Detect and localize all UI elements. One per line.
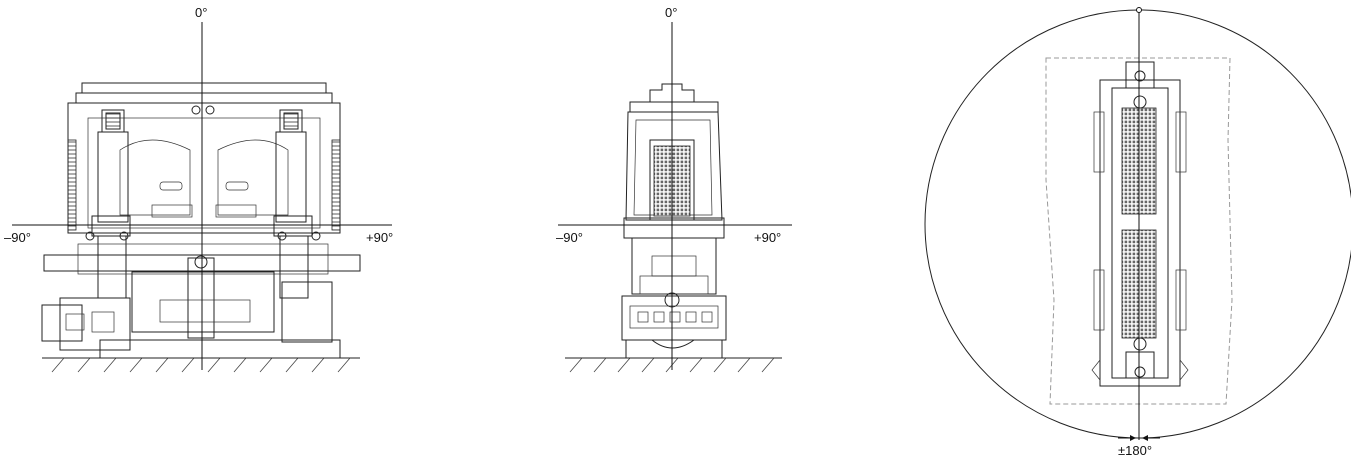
side-ground	[565, 357, 782, 373]
side-axes	[558, 22, 792, 370]
front-label-minus90: –90°	[4, 230, 31, 245]
side-view	[565, 83, 782, 373]
front-label-0: 0°	[195, 5, 208, 20]
top-label-180: ±180°	[1118, 443, 1153, 458]
front-ground	[42, 357, 360, 373]
front-label-plus90: +90°	[366, 230, 394, 245]
front-view	[41, 82, 361, 373]
dashed-outline	[1045, 57, 1233, 405]
rotation-circle	[924, 9, 1351, 439]
front-right-lever	[273, 109, 321, 299]
top-view	[924, 7, 1351, 441]
side-label-minus90: –90°	[556, 230, 583, 245]
front-axes	[12, 22, 392, 370]
front-left-lever	[85, 109, 131, 299]
side-label-plus90: +90°	[754, 230, 782, 245]
side-label-0: 0°	[665, 5, 678, 20]
